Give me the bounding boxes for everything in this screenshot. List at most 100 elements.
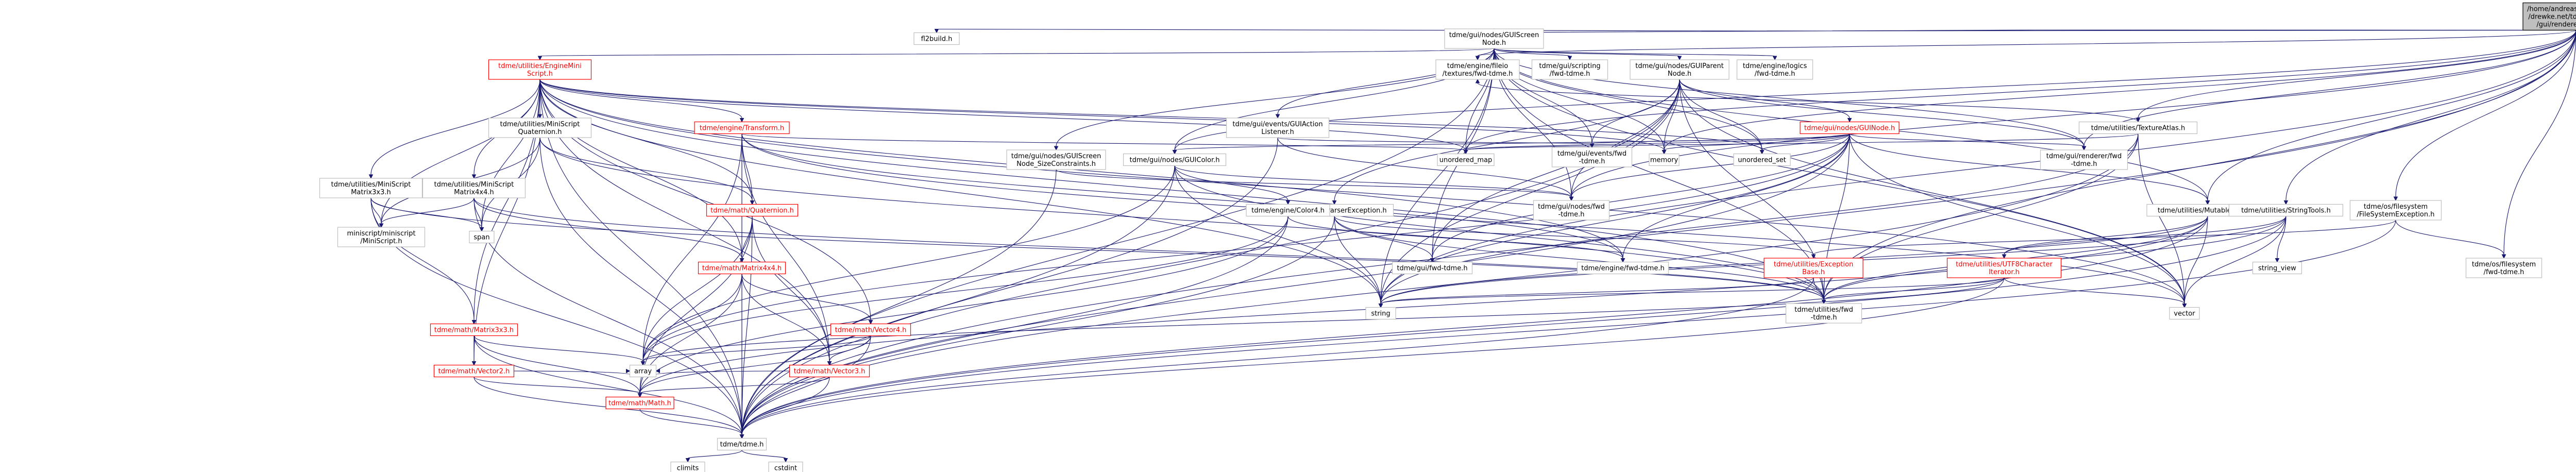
node-box — [2228, 204, 2344, 217]
edge-tdme_h-to-climits — [685, 449, 742, 463]
node-label-line: fl2build.h — [921, 36, 953, 43]
node-renderer_fwd[interactable]: tdme/gui/renderer/fwd-tdme.h — [2040, 149, 2128, 170]
node-math_h[interactable]: tdme/math/Math.h — [605, 396, 674, 410]
node-label-line: /home/andreas/Development — [2527, 6, 2576, 13]
node-label-line: tdme/gui/nodes/GUIScreen — [1011, 153, 1101, 160]
node-engine_fwd[interactable]: tdme/engine/fwd-tdme.h — [1577, 261, 1669, 275]
node-climits: climits — [670, 461, 705, 472]
node-label-line: tdme/gui/nodes/GUIParent — [1635, 62, 1724, 70]
edge-vector2-to-math_h — [473, 377, 642, 398]
edge-root-to-textureatlas — [2136, 30, 2576, 123]
node-label-line: Matrix3x3.h — [351, 189, 391, 196]
edge-vector4-to-array — [640, 335, 871, 366]
edge-guinode-to-unordered_map — [1463, 133, 1850, 155]
node-box — [768, 461, 803, 472]
node-stringtools[interactable]: tdme/utilities/StringTools.h — [2228, 204, 2344, 217]
edge-screennode-to-files_texfwd — [1475, 48, 1495, 61]
node-unordered_set: unordered_set — [1733, 153, 1791, 166]
edge-screennode-to-scripting_fwd — [1494, 48, 1572, 61]
node-files_texfwd[interactable]: tdme/engine/fileio/textures/fwd-tdme.h — [1435, 59, 1520, 80]
edge-actionlistener-to-nodes_fwd — [1277, 137, 1574, 201]
node-box — [1435, 59, 1520, 80]
edge-matrix4x4-to-vector4 — [741, 274, 873, 325]
node-enginecolor4[interactable]: tdme/engine/Color4.h — [1246, 204, 1330, 217]
node-label-line: /gui/renderer/GUIFont.h — [2536, 21, 2576, 29]
node-label-line: tdme/utilities/EngineMini — [498, 62, 582, 70]
node-tdme_h[interactable]: tdme/tdme.h — [717, 437, 767, 451]
node-label-line: tdme/utilities/fwd — [1794, 306, 1853, 314]
edge-screennode-to-engineminiscript — [537, 48, 1495, 61]
node-box — [830, 323, 911, 336]
node-guinode[interactable]: tdme/gui/nodes/GUINode.h — [1800, 121, 1900, 134]
node-label-line: tdme/engine/Transform.h — [700, 125, 784, 132]
node-mathquat[interactable]: tdme/math/Quaternion.h — [706, 204, 799, 217]
node-label-line: tdme/utilities/TextureAtlas.h — [2091, 125, 2185, 132]
node-label-line: tdme/math/Vector2.h — [438, 368, 510, 376]
node-array: array — [629, 364, 657, 378]
edge-utf8iter-to-tdme_h — [739, 277, 2005, 439]
node-label-line: memory — [1650, 157, 1679, 164]
node-screennode_sc[interactable]: tdme/gui/nodes/GUIScreenNode_SizeConstra… — [1006, 149, 1106, 170]
node-label-line: tdme/gui/nodes/fwd — [1538, 203, 1605, 211]
edge-guinode-to-vector — [1849, 133, 2187, 308]
node-textureatlas[interactable]: tdme/utilities/TextureAtlas.h — [2078, 121, 2198, 134]
node-box — [430, 323, 518, 336]
node-fsexception[interactable]: tdme/os/filesystem/FileSystemException.h — [2349, 200, 2442, 221]
node-box — [1649, 153, 1680, 166]
node-nodes_fwd[interactable]: tdme/gui/nodes/fwd-tdme.h — [1533, 200, 1610, 221]
node-label-line: Script.h — [527, 70, 553, 78]
node-label-line: unordered_set — [1738, 157, 1786, 164]
edge-miniscriptmat4-to-span — [473, 197, 484, 232]
node-label-line: tdme/engine/fwd-tdme.h — [1581, 265, 1664, 273]
node-label-line: tdme/math/Math.h — [608, 400, 671, 408]
edge-tdme_h-to-cstdint — [741, 450, 788, 463]
node-scripting_fwd[interactable]: tdme/gui/scripting/fwd-tdme.h — [1531, 59, 1608, 80]
edge-excbase-to-utilities_fwd — [1813, 277, 1826, 305]
edge-guicolor-to-enginecolor4 — [1174, 165, 1291, 205]
node-box — [319, 178, 423, 198]
node-guicolor[interactable]: tdme/gui/nodes/GUIColor.h — [1123, 153, 1227, 166]
edge-root-to-tdme_h — [739, 30, 2576, 439]
edge-root-to-unordered_map — [1463, 30, 2576, 155]
node-box — [706, 204, 799, 217]
node-box — [2040, 149, 2128, 170]
node-gui_fwd[interactable]: tdme/gui/fwd-tdme.h — [1392, 261, 1473, 275]
edge-matrix3x3-to-tdme_h — [473, 335, 744, 439]
node-utilities_fwd[interactable]: tdme/utilities/fwd-tdme.h — [1785, 303, 1862, 324]
edge-root-to-fs_fwd — [2501, 30, 2576, 259]
edge-guinode-to-mutablestring — [1849, 133, 2210, 205]
edge-root-to-fl2build — [934, 28, 2576, 33]
edge-root-to-guicolor — [1172, 30, 2576, 155]
node-logics_fwd[interactable]: tdme/engine/logics/fwd-tdme.h — [1736, 59, 1814, 80]
node-transform[interactable]: tdme/engine/Transform.h — [694, 121, 790, 134]
node-vector2[interactable]: tdme/math/Vector2.h — [433, 364, 515, 378]
node-fs_fwd[interactable]: tdme/os/filesystem/fwd-tdme.h — [2465, 258, 2543, 278]
node-label-line: -tdme.h — [1558, 211, 1584, 218]
node-vector3[interactable]: tdme/math/Vector3.h — [789, 364, 870, 378]
edge-parserexception-to-utilities_fwd — [1334, 216, 1826, 305]
node-events_fwd[interactable]: tdme/gui/events/fwd-tdme.h — [1551, 147, 1633, 167]
node-label-line: Node_SizeConstraints.h — [1016, 160, 1096, 168]
edge-engineminiscript-to-vector4 — [539, 79, 873, 325]
node-vector4[interactable]: tdme/math/Vector4.h — [830, 323, 911, 336]
node-matrix3x3[interactable]: tdme/math/Matrix3x3.h — [430, 323, 518, 336]
node-box — [1577, 261, 1669, 275]
node-box — [2349, 200, 2442, 221]
node-matrix4x4[interactable]: tdme/math/Matrix4x4.h — [698, 261, 786, 275]
edge-parserexception-to-tdme_h — [739, 216, 1335, 439]
node-label-line: tdme/gui/events/GUIAction — [1232, 121, 1323, 128]
edge-parentnode-to-renderer_fwd — [1679, 79, 2087, 151]
node-label-line: /fwd-tdme.h — [1550, 70, 1590, 78]
node-label-line: climits — [677, 465, 699, 472]
node-label-line: tdme/utilities/MiniScript — [331, 181, 411, 189]
node-miniscript_h[interactable]: miniscript/miniscript/MiniScript.h — [337, 227, 426, 247]
